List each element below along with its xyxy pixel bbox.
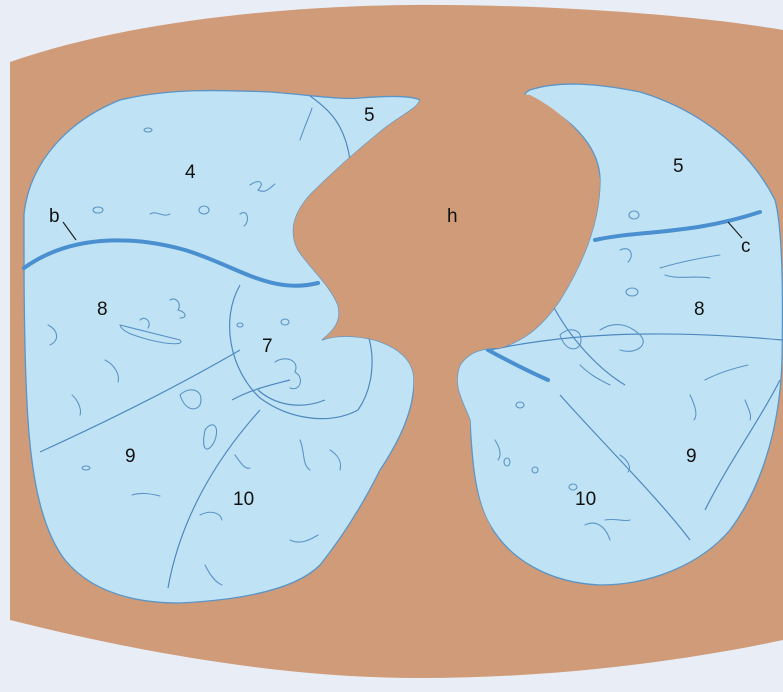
- right-oblique-fissure: [22, 238, 320, 288]
- left-vessel: [559, 329, 582, 350]
- right-vessel: [179, 389, 202, 410]
- body-bottom-curve: [10, 620, 783, 692]
- label-c-pointer: [727, 221, 743, 239]
- right-vessel: [169, 298, 186, 319]
- label-left-seg5: 5: [673, 156, 684, 177]
- right-vessel: [131, 492, 161, 497]
- label-right-seg8: 8: [97, 299, 108, 320]
- heart-mediastinum: [293, 92, 600, 601]
- left-vessel: [584, 522, 611, 541]
- label-c: c: [741, 236, 751, 257]
- right-lung: [22, 89, 421, 604]
- right-vessel: [139, 317, 150, 329]
- left-vessel: [503, 457, 511, 467]
- right-vessel: [119, 324, 182, 345]
- label-b: b: [49, 206, 60, 227]
- left-vessel: [515, 401, 525, 409]
- right-vessel: [249, 181, 276, 192]
- left-vessel: [494, 439, 501, 461]
- right-seg-line-7-9: [231, 379, 291, 401]
- left-seg-line-9-10: [559, 394, 691, 541]
- left-oblique-fissure: [593, 210, 762, 242]
- left-vessel: [619, 454, 631, 473]
- left-vessel: [659, 254, 721, 269]
- label-left-seg8: 8: [694, 299, 705, 320]
- left-vessel: [579, 364, 611, 386]
- left-vessel: [664, 274, 711, 279]
- label-right-seg7: 7: [262, 336, 273, 357]
- label-right-seg4: 4: [185, 162, 196, 183]
- label-right-seg5: 5: [364, 105, 375, 126]
- left-vessel: [531, 466, 539, 474]
- right-seg-line-9-10: [167, 409, 261, 589]
- label-left-seg10: 10: [575, 489, 596, 510]
- left-vessel: [704, 364, 749, 381]
- left-vessel: [619, 248, 632, 263]
- right-vessel: [143, 127, 153, 133]
- right-vessel: [71, 394, 82, 416]
- right-vessel: [203, 424, 218, 450]
- right-vessel: [47, 324, 58, 346]
- right-vessel: [234, 454, 251, 469]
- right-vessel: [236, 322, 244, 328]
- right-vessel: [199, 511, 223, 521]
- left-vessel: [568, 483, 578, 491]
- left-vessel: [599, 324, 644, 352]
- left-margin: [0, 0, 10, 692]
- right-vessel: [299, 439, 311, 471]
- right-vessel: [299, 107, 313, 141]
- right-vessel: [329, 449, 342, 471]
- right-vessel: [104, 359, 119, 383]
- right-vessel: [289, 534, 319, 543]
- left-oblique-fissure-lower: [486, 348, 550, 382]
- label-left-seg9: 9: [686, 446, 697, 467]
- right-seg-line-8-9: [39, 349, 241, 453]
- label-b-pointer: [62, 221, 77, 241]
- right-seg-line-7-ring: [229, 284, 373, 420]
- left-seg-line-8-9: [489, 333, 783, 351]
- right-vessel: [198, 205, 210, 215]
- right-vessel: [280, 318, 290, 326]
- right-seg-line-7-inner: [257, 389, 326, 406]
- left-vessel: [604, 518, 631, 522]
- left-vessel: [744, 399, 752, 421]
- left-vessel: [628, 210, 640, 220]
- right-vessel: [204, 564, 223, 586]
- left-seg-line-9-lateral: [704, 379, 781, 511]
- right-vessel: [92, 206, 104, 214]
- right-vessel: [81, 465, 91, 471]
- left-vessel: [689, 394, 697, 421]
- left-seg-line-8-posterior: [549, 299, 626, 386]
- label-right-seg10: 10: [233, 489, 254, 510]
- left-lung: [456, 83, 783, 586]
- right-vessel: [149, 212, 171, 216]
- right-seg-line-4-5: [309, 95, 351, 161]
- right-vessel: [239, 212, 249, 227]
- right-vessel: [274, 358, 301, 390]
- label-heart: h: [447, 206, 458, 227]
- left-vessel: [625, 287, 639, 297]
- label-right-seg9: 9: [125, 446, 136, 467]
